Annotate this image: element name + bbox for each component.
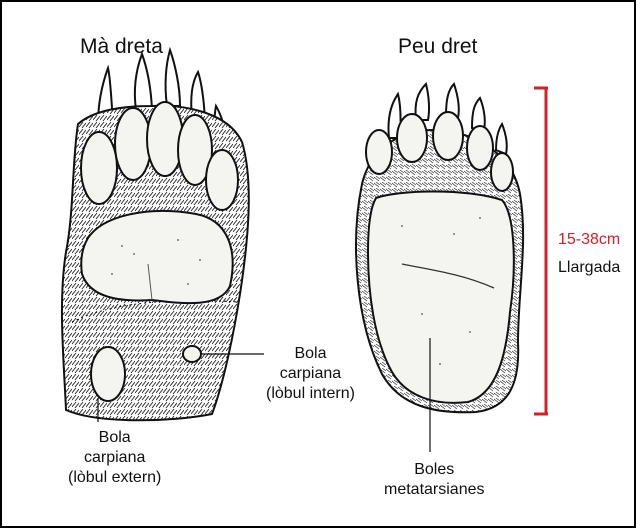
front-paw xyxy=(62,50,264,422)
measure-range: 15-38cm xyxy=(558,230,620,250)
hind-paw-title: Peu dret xyxy=(398,34,477,60)
length-bracket xyxy=(534,88,548,414)
hind-paw xyxy=(356,84,523,452)
label-carpal-inner: Bola carpiana (lòbul intern) xyxy=(266,344,355,404)
label-carpal-outer: Bola carpiana (lòbul extern) xyxy=(68,428,161,488)
measure-name: Llargada xyxy=(558,258,620,278)
front-paw-title: Mà dreta xyxy=(80,34,163,60)
label-metatarsal: Boles metatarsianes xyxy=(384,460,485,500)
